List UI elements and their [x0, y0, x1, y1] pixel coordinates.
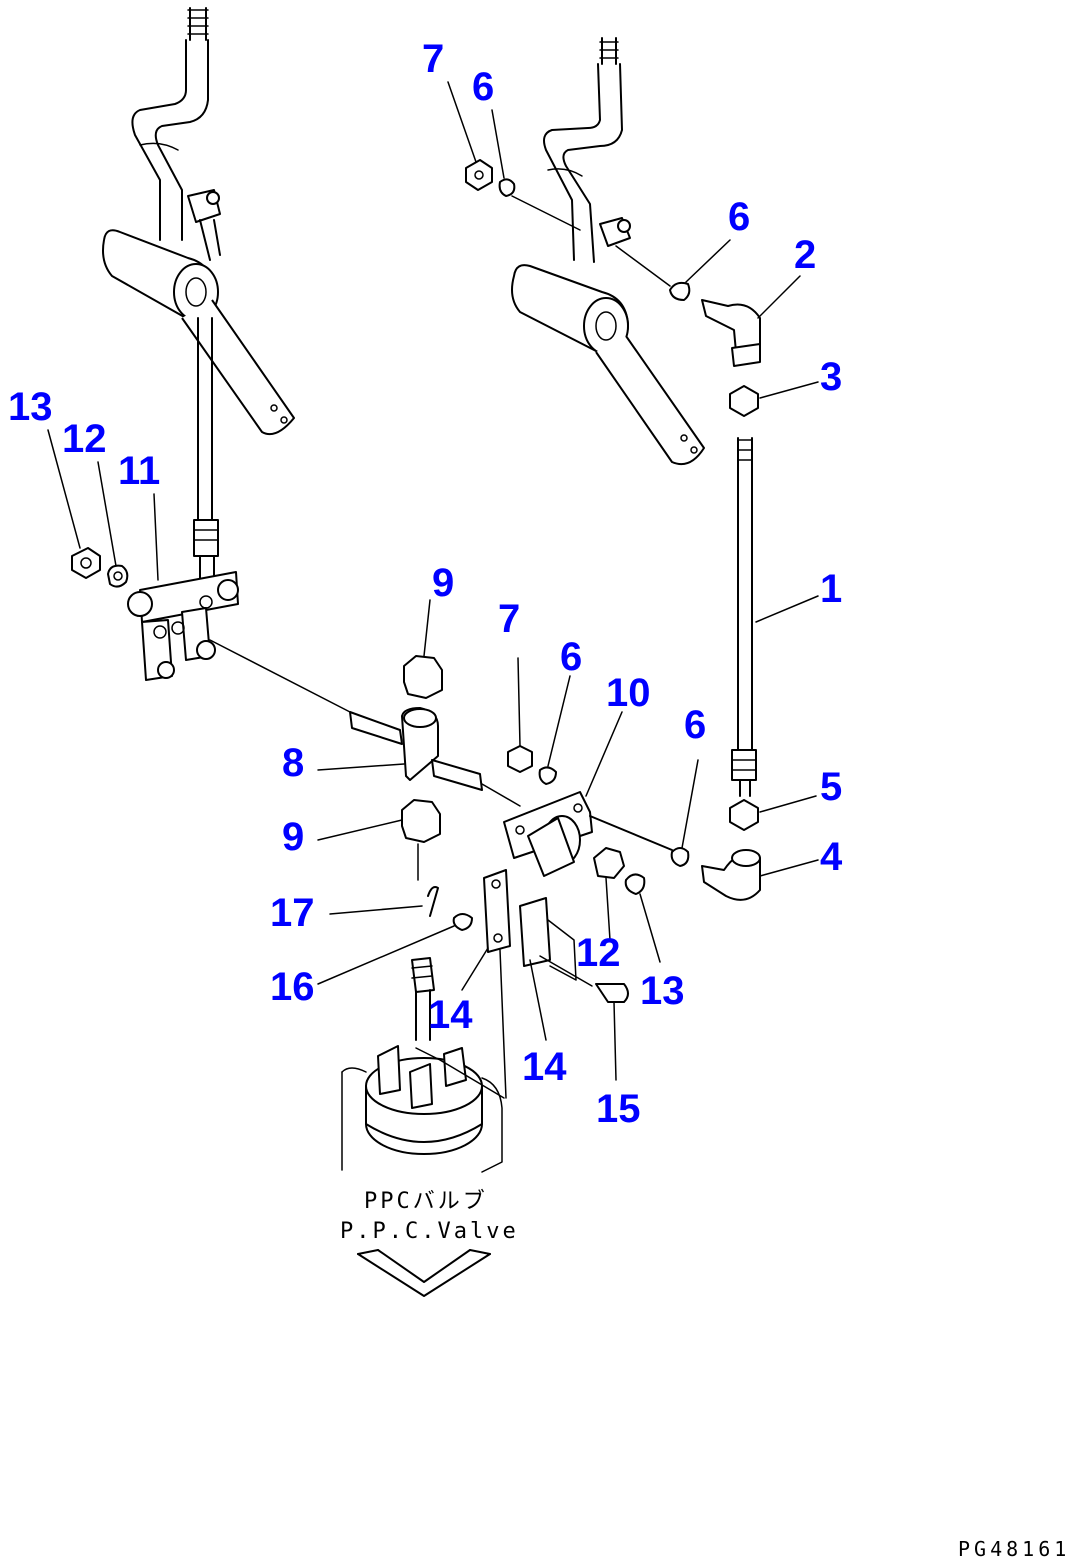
- callout-6-right-top: 6: [728, 195, 750, 239]
- callout-9-top: 9: [432, 561, 454, 605]
- callout-12-left: 12: [62, 417, 107, 461]
- callout-8: 8: [282, 741, 304, 785]
- callout-2: 2: [794, 233, 816, 277]
- callout-6-top: 6: [472, 65, 494, 109]
- callout-13-center: 13: [640, 969, 685, 1013]
- callout-17: 17: [270, 891, 315, 935]
- callout-15: 15: [596, 1087, 641, 1131]
- rod-assembly: [701, 299, 761, 901]
- callout-6-center: 6: [560, 635, 582, 679]
- callout-11: 11: [118, 449, 160, 493]
- valve-label-jp: PPCバルブ: [364, 1189, 488, 1214]
- callout-1: 1: [820, 567, 842, 611]
- callout-14-right: 14: [522, 1045, 567, 1089]
- callout-6-right: 6: [684, 703, 706, 747]
- top-nut-washer: [465, 159, 691, 301]
- right-lever-assembly: [511, 37, 705, 466]
- callout-numbers: 7 6 6 2 3 13 12 11 1 9 7 6 10 6 8 5 9 4 …: [8, 37, 843, 1131]
- callout-9-lower: 9: [282, 815, 304, 859]
- callout-5: 5: [820, 765, 842, 809]
- valve-label-en: P.P.C.Valve: [340, 1219, 519, 1244]
- center-assembly: [349, 655, 690, 1099]
- callout-10: 10: [606, 671, 651, 715]
- callout-3: 3: [820, 355, 842, 399]
- leader-lines: [47, 81, 819, 1081]
- callout-7-center: 7: [498, 597, 520, 641]
- drawing-code: PG48161: [958, 1537, 1070, 1561]
- callout-16: 16: [270, 965, 315, 1009]
- left-nut-washer: [71, 547, 129, 588]
- ppc-valve: [341, 957, 505, 1297]
- callout-13-left: 13: [8, 385, 53, 429]
- callout-14-left: 14: [428, 993, 473, 1037]
- callout-7-top: 7: [422, 37, 444, 81]
- left-lever-assembly: [102, 7, 351, 713]
- callout-12-center: 12: [576, 931, 621, 975]
- callout-4: 4: [820, 835, 843, 879]
